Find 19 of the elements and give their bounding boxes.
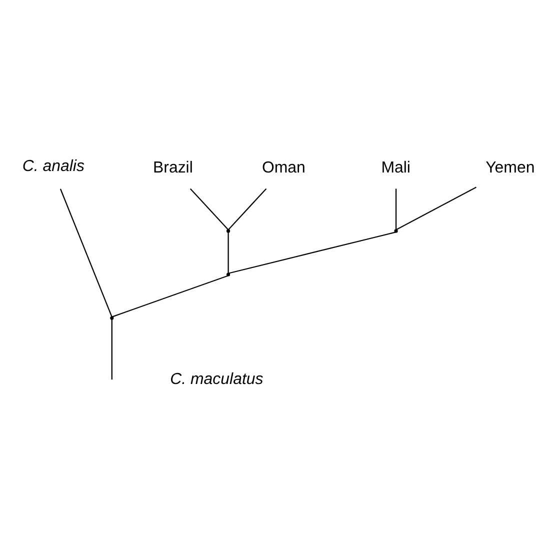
connector	[395, 188, 397, 230]
node-point	[394, 228, 398, 232]
connector	[396, 186, 476, 230]
node-point	[110, 316, 114, 320]
node-text: Brazil	[152, 158, 193, 176]
connector	[111, 318, 112, 380]
node-text: Mali	[381, 158, 410, 176]
node-point	[226, 272, 230, 276]
connector	[112, 274, 228, 317]
connector	[190, 188, 229, 230]
node-point	[226, 228, 230, 232]
connector	[228, 232, 229, 273]
connector	[228, 231, 396, 274]
connector	[60, 188, 112, 317]
node-text: C. analis	[22, 158, 84, 175]
node-text: Oman	[262, 158, 306, 176]
label: C. maculatus	[170, 370, 264, 388]
node-text: Yemen	[486, 158, 535, 176]
connector	[228, 188, 267, 230]
